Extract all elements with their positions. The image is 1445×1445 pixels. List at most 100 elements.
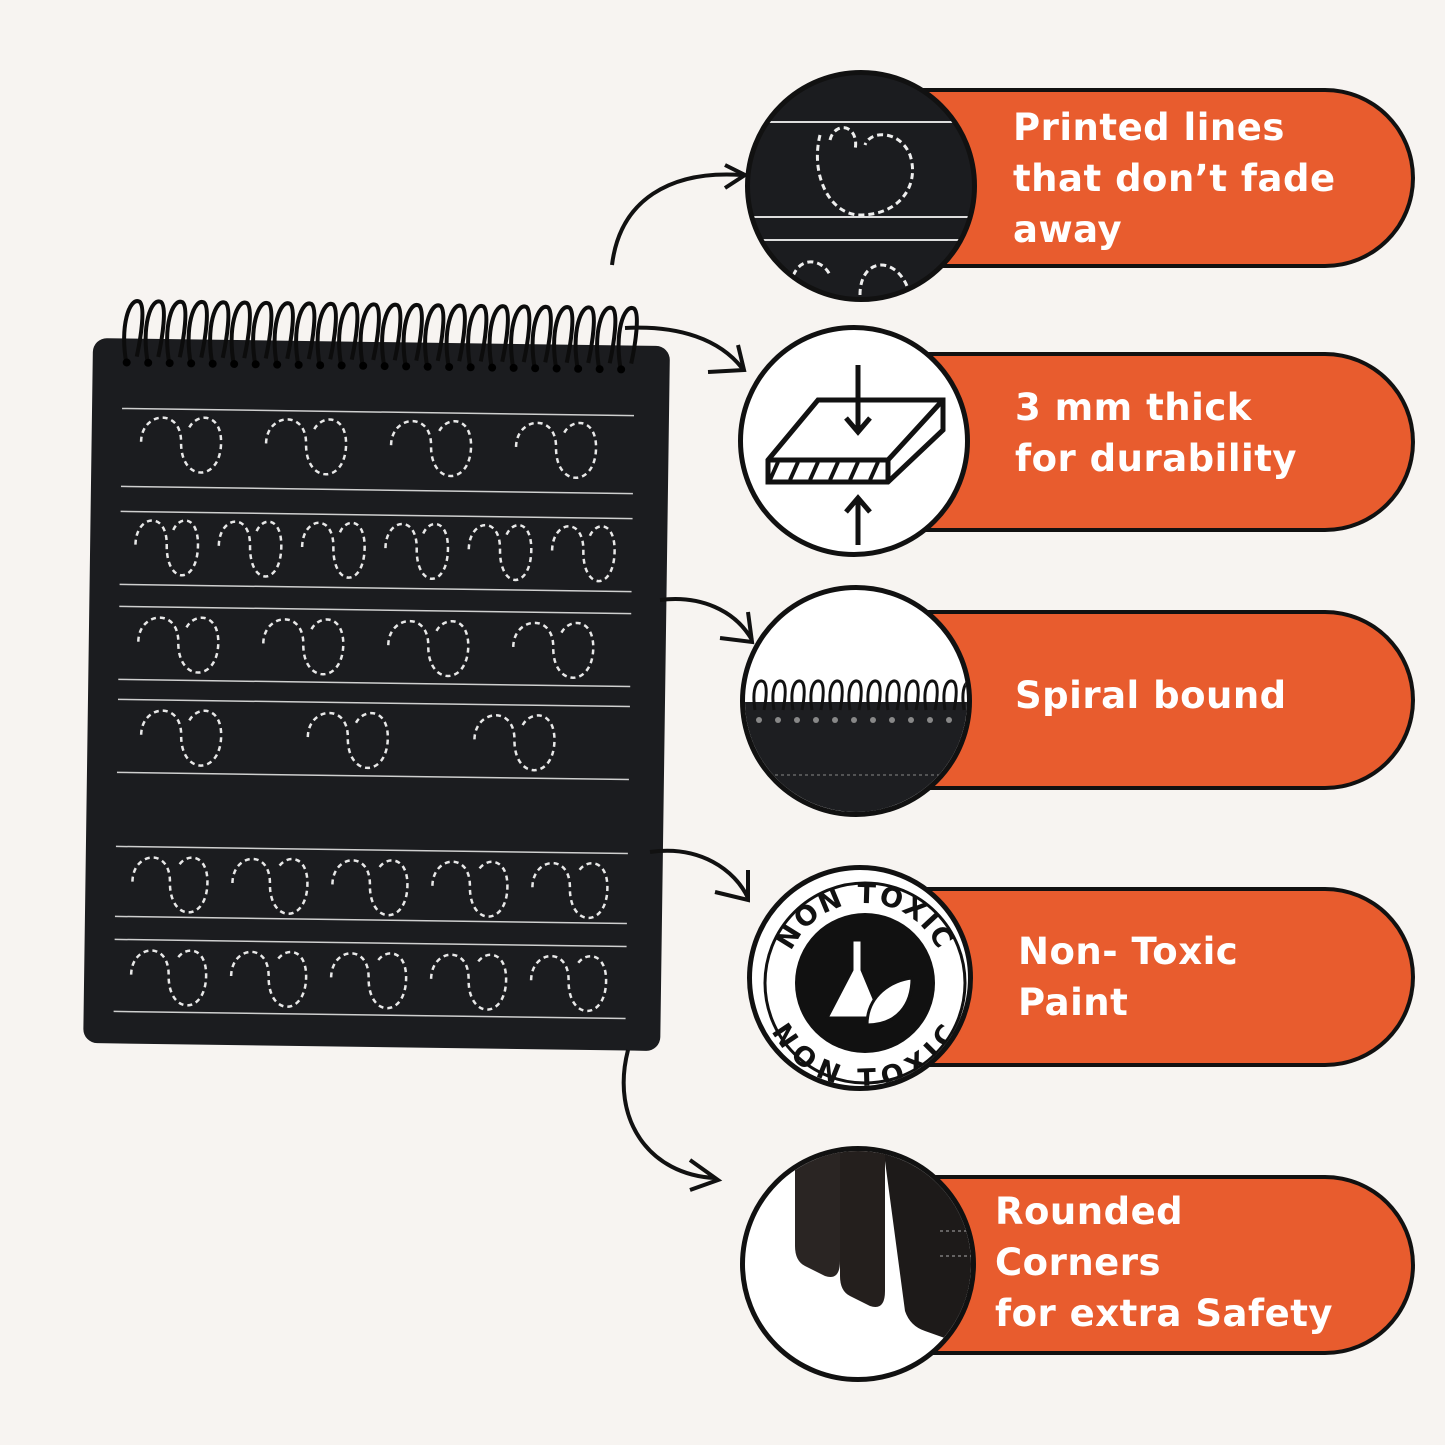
spiral-hole [402, 362, 411, 371]
spiral-hole [466, 363, 475, 372]
spiral-hole [165, 359, 174, 368]
spiral-hole [423, 362, 432, 371]
spiral-hole [122, 358, 131, 367]
guide-line [120, 510, 633, 520]
arrow-5 [621, 1049, 716, 1180]
spiral-hole [927, 717, 933, 723]
spiral-coil [866, 679, 882, 711]
spiral-coil [315, 301, 338, 368]
spiral-hole [380, 362, 389, 371]
leaf-icon [865, 976, 914, 1027]
arrow-3 [659, 597, 754, 642]
traced-letter [129, 949, 208, 1007]
spiral-hole [870, 717, 876, 723]
spiral-hole [208, 359, 217, 368]
spiral-coil [444, 303, 467, 370]
spiral-hole [144, 358, 153, 367]
feature-pill-printed-lines [900, 88, 1415, 268]
spiral-hole [889, 717, 895, 723]
traced-letter [300, 521, 366, 579]
spiral-coil [942, 679, 958, 711]
traced-letter [384, 522, 450, 580]
spiral-hole [488, 363, 497, 372]
spiral-closeup-icon [740, 585, 972, 817]
feature-pill-non-toxic [900, 887, 1415, 1067]
traced-letter [529, 954, 608, 1013]
spiral-coil [487, 304, 510, 370]
board-thickness-icon [738, 325, 970, 557]
traced-letter [431, 860, 509, 918]
guide-line [119, 605, 632, 615]
arrow-1 [610, 172, 743, 266]
spiral-hole [359, 361, 368, 370]
writing-board [83, 338, 670, 1051]
spiral-coil [847, 679, 863, 711]
spiral-coil [229, 300, 252, 367]
spiral-hole [294, 360, 303, 369]
guide-line [119, 583, 632, 593]
spiral-hole [531, 364, 540, 373]
feature-label-spiral: Spiral bound [1015, 674, 1287, 717]
arrow-2-head [707, 344, 747, 374]
dashed-letter-closeup-icon [745, 70, 977, 302]
spiral-coil [380, 302, 403, 369]
spiral-hole [794, 717, 800, 723]
spiral-coil [186, 300, 209, 366]
pointer-arrows [610, 163, 755, 1192]
traced-letter [229, 950, 308, 1008]
spiral-hole [908, 717, 914, 723]
feature-label-non-toxic: Non- Toxic Paint [1018, 930, 1239, 1024]
spiral-coil [573, 305, 596, 372]
guide-line [114, 938, 627, 948]
feature-label-rounded-corners: Rounded Corners for extra Safety [995, 1190, 1334, 1335]
traced-letter [134, 519, 200, 577]
spiral-hole [946, 717, 952, 723]
spiral-coil [828, 679, 844, 711]
spiral-hole [756, 717, 762, 723]
spiral-coil [530, 304, 553, 371]
spiral-coil [401, 303, 424, 369]
spiral-coil [272, 301, 295, 367]
feature-pill-spiral [900, 610, 1415, 790]
spiral-coil [616, 306, 639, 372]
spiral-coil [552, 305, 575, 371]
spiral-coil [294, 301, 317, 368]
arrow-2 [624, 325, 744, 370]
spiral-hole [965, 717, 967, 723]
spiral-coil [251, 300, 274, 367]
guide-line [117, 698, 630, 708]
arrow-4 [649, 848, 750, 899]
spiral-hole [832, 717, 838, 723]
spiral-coil [961, 680, 967, 711]
spiral-hole [813, 717, 819, 723]
spiral-hole [187, 359, 196, 368]
spiral-coil [752, 679, 768, 711]
traced-letter [550, 525, 616, 583]
spiral-coil [771, 679, 787, 711]
traced-letter [217, 520, 283, 578]
spiral-hole [595, 365, 604, 374]
spiral-coil [923, 679, 939, 711]
spiral-hole [445, 363, 454, 372]
spiral-binding [122, 299, 639, 374]
traced-letter [329, 952, 408, 1010]
guide-line [116, 771, 629, 781]
writing-guide-lines [113, 407, 635, 1020]
spiral-coil [143, 299, 166, 366]
spiral-coil [122, 299, 145, 365]
traced-letter [231, 857, 309, 915]
arrow-3-head [719, 611, 755, 645]
spiral-hole [230, 360, 239, 369]
feature-label-printed-lines: Printed lines that don’t fade away [1013, 106, 1336, 251]
traced-letter [429, 953, 508, 1011]
spiral-hole [273, 360, 282, 369]
traced-letter [467, 523, 533, 581]
traced-letter [331, 859, 409, 917]
spiral-hole [316, 361, 325, 370]
spiral-hole [775, 717, 781, 723]
dashed-letter-tracings [129, 416, 616, 1013]
guide-line [120, 485, 633, 495]
spiral-coil [509, 304, 532, 371]
spiral-hole [574, 364, 583, 373]
